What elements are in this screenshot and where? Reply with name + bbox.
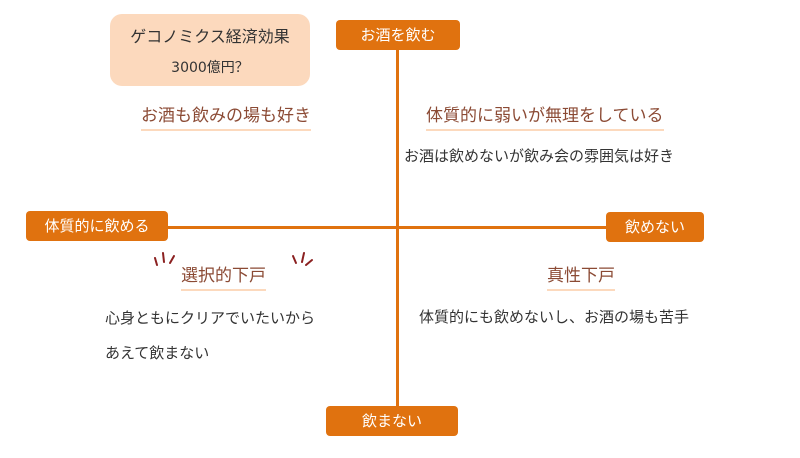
quadrant-top-right-description: お酒は飲めないが飲み会の雰囲気は好き <box>404 147 675 165</box>
quadrant-top-left-heading: お酒も飲みの場も好き <box>141 105 311 131</box>
axis-label-left: 体質的に飲める <box>26 211 168 241</box>
quadrant-bottom-right-heading: 真性下戸 <box>547 265 615 291</box>
economic-effect-callout: ゲコノミクス経済効果 3000億円？ <box>110 14 310 86</box>
horizontal-axis-line <box>160 226 620 229</box>
emphasis-marks-icon <box>154 252 175 266</box>
callout-amount: 3000億円？ <box>171 60 249 76</box>
vertical-axis-line <box>396 44 399 414</box>
quadrant-bottom-left-description-line2: あえて飲まない <box>105 344 210 362</box>
emphasis-marks-icon <box>292 252 313 266</box>
quadrant-bottom-left-heading: 選択的下戸 <box>181 265 266 291</box>
quadrant-bottom-right-description: 体質的にも飲めないし、お酒の場も苦手 <box>419 308 690 326</box>
quadrant-bottom-left-description-line1: 心身ともにクリアでいたいから <box>105 309 316 327</box>
axis-label-bottom: 飲まない <box>326 406 458 436</box>
axis-label-top: お酒を飲む <box>336 20 460 50</box>
quadrant-top-right-heading: 体質的に弱いが無理をしている <box>426 105 664 131</box>
callout-title: ゲコノミクス経済効果 <box>130 27 290 46</box>
axis-label-right: 飲めない <box>606 212 704 242</box>
